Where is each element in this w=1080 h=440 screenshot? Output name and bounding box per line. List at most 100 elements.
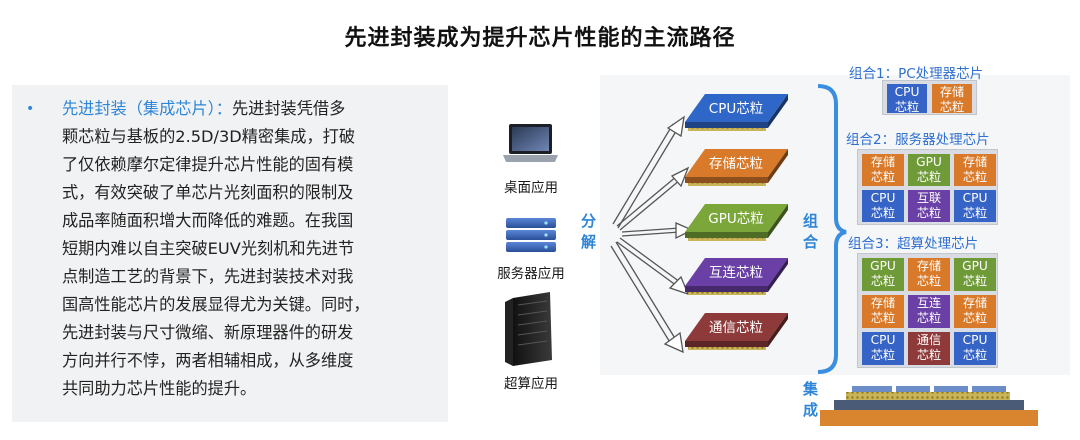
app-label-server: 服务器应用	[497, 266, 565, 282]
combine-bracket	[817, 84, 847, 374]
cell-label-top: CPU	[870, 333, 896, 347]
package-icon	[820, 386, 1038, 426]
chiplet-3: 互连芯粒	[685, 258, 788, 295]
cell-label-bottom: 芯粒	[870, 206, 896, 220]
cell-label-top: GPU	[962, 259, 988, 273]
integrate-label-2: 成	[803, 401, 819, 419]
chiplet-pins	[688, 128, 766, 131]
chiplet-side-face	[768, 149, 788, 183]
chiplet-front-face	[685, 177, 768, 183]
paragraph-line-0: 先进封装凭借多	[231, 99, 346, 118]
cell-label-bottom: 芯粒	[894, 100, 920, 114]
chiplet-top-face	[685, 258, 788, 286]
chiplet-4: 通信芯粒	[685, 313, 788, 350]
cell-label-top: GPU	[870, 259, 896, 273]
cell-label-top: 互连	[916, 296, 942, 310]
arrow-to-storage	[616, 166, 690, 231]
paragraph-line-5: 短期内难以自主突破EUV光刻机和先进节	[62, 239, 355, 258]
laptop-icon	[503, 124, 558, 162]
paragraph-line-10: 共同助力芯片性能的提升。	[62, 379, 257, 398]
group-1-title: 组合1：PC处理器芯片	[849, 66, 984, 82]
server-icon	[506, 218, 556, 252]
chiplet-0: CPU芯粒	[685, 94, 788, 131]
chiplet-front-face	[685, 232, 768, 238]
chiplet-label: CPU芯粒	[709, 101, 763, 117]
chiplet-label: 通信芯粒	[709, 320, 763, 336]
chiplet-top-face	[685, 94, 788, 122]
paragraph-lead: 先进封装（集成芯片）：	[62, 99, 232, 118]
combine-label-1: 组	[803, 212, 819, 230]
group-3-cell: 存储芯粒	[862, 295, 904, 328]
paragraph-line-3: 式，有效突破了单芯片光刻面积的限制及	[62, 183, 354, 202]
chiplet-side-face	[768, 204, 788, 238]
cell-label-top: 互联	[916, 191, 942, 205]
group-3-cell: 通信芯粒	[908, 332, 950, 365]
chiplet-pins	[688, 292, 766, 295]
cell-label-bottom: 芯粒	[962, 348, 988, 362]
cell-label-top: 存储	[939, 85, 965, 99]
paragraph-line-9: 方向并行不悖，两者相辅相成，从多维度	[62, 351, 354, 370]
cell-label-bottom: 芯粒	[870, 311, 896, 325]
cell-label-top: GPU	[916, 155, 942, 169]
cell-label-top: 存储	[962, 155, 988, 169]
cell-label-bottom: 芯粒	[962, 274, 988, 288]
paragraph-line-1: 颗芯粒与基板的2.5D/3D精密集成，打破	[62, 127, 356, 146]
chiplet-1: 存储芯粒	[685, 149, 788, 186]
paragraph-line-6: 点制造工艺的背景下，先进封装技术对我	[62, 267, 354, 286]
chiplet-side-face	[768, 258, 788, 292]
chiplet-front-face	[685, 286, 768, 292]
group-2-title: 组合2：服务器处理芯片	[846, 132, 990, 148]
cell-label-bottom: 芯粒	[916, 206, 942, 220]
combine-label-2: 合	[803, 233, 819, 251]
integrate-label-1: 集	[803, 380, 819, 398]
chiplet-top-face	[685, 149, 788, 177]
chiplet-top-face	[685, 204, 788, 232]
chiplet-pins	[688, 347, 766, 350]
arrow-to-interconnect	[616, 237, 690, 296]
cell-label-bottom: 芯粒	[870, 170, 896, 184]
cell-label-top: 存储	[962, 296, 988, 310]
chiplet-pins	[688, 238, 766, 241]
cell-label-top: 存储	[870, 296, 896, 310]
arrow-to-gpu	[621, 222, 694, 240]
cell-label-bottom: 芯粒	[962, 311, 988, 325]
chiplet-front-face	[685, 122, 768, 128]
cell-label-bottom: 芯粒	[962, 206, 988, 220]
group-1-cell: 存储芯粒	[932, 84, 972, 114]
group-2-cell: 存储芯粒	[862, 154, 904, 186]
group-3-cell: 互连芯粒	[908, 295, 950, 328]
bullet-dot-icon: •	[26, 101, 35, 117]
arrow-to-cpu	[612, 115, 685, 229]
cell-label-top: CPU	[962, 191, 988, 205]
paragraph-line-7: 国高性能芯片的发展显得尤为关键。同时，	[62, 295, 370, 314]
cell-label-bottom: 芯粒	[916, 348, 942, 362]
group-2-cell: 互联芯粒	[908, 190, 950, 222]
chiplet-label: 互连芯粒	[709, 265, 763, 281]
paragraph-line-8: 先进封装与尺寸微缩、新原理器件的研发	[62, 323, 354, 342]
cell-label-bottom: 芯粒	[916, 274, 942, 288]
cell-label-bottom: 芯粒	[916, 311, 942, 325]
paragraph-line-4: 成品率随面积增大而降低的难题。在我国	[62, 211, 354, 230]
chiplet-pins	[688, 183, 766, 186]
description-panel: • 先进封装（集成芯片）：先进封装凭借多 颗芯粒与基板的2.5D/3D精密集成，…	[12, 85, 448, 422]
cell-label-bottom: 芯粒	[870, 348, 896, 362]
chiplet-2: GPU芯粒	[685, 204, 788, 241]
cell-label-top: 通信	[916, 333, 942, 347]
arrow-to-comm	[610, 241, 684, 354]
group-3-cell: 存储芯粒	[908, 258, 950, 291]
cell-label-bottom: 芯粒	[962, 170, 988, 184]
chiplet-top-face	[685, 313, 788, 341]
app-label-supercomputer: 超算应用	[504, 376, 558, 392]
group-3-cell: 存储芯粒	[954, 295, 996, 328]
